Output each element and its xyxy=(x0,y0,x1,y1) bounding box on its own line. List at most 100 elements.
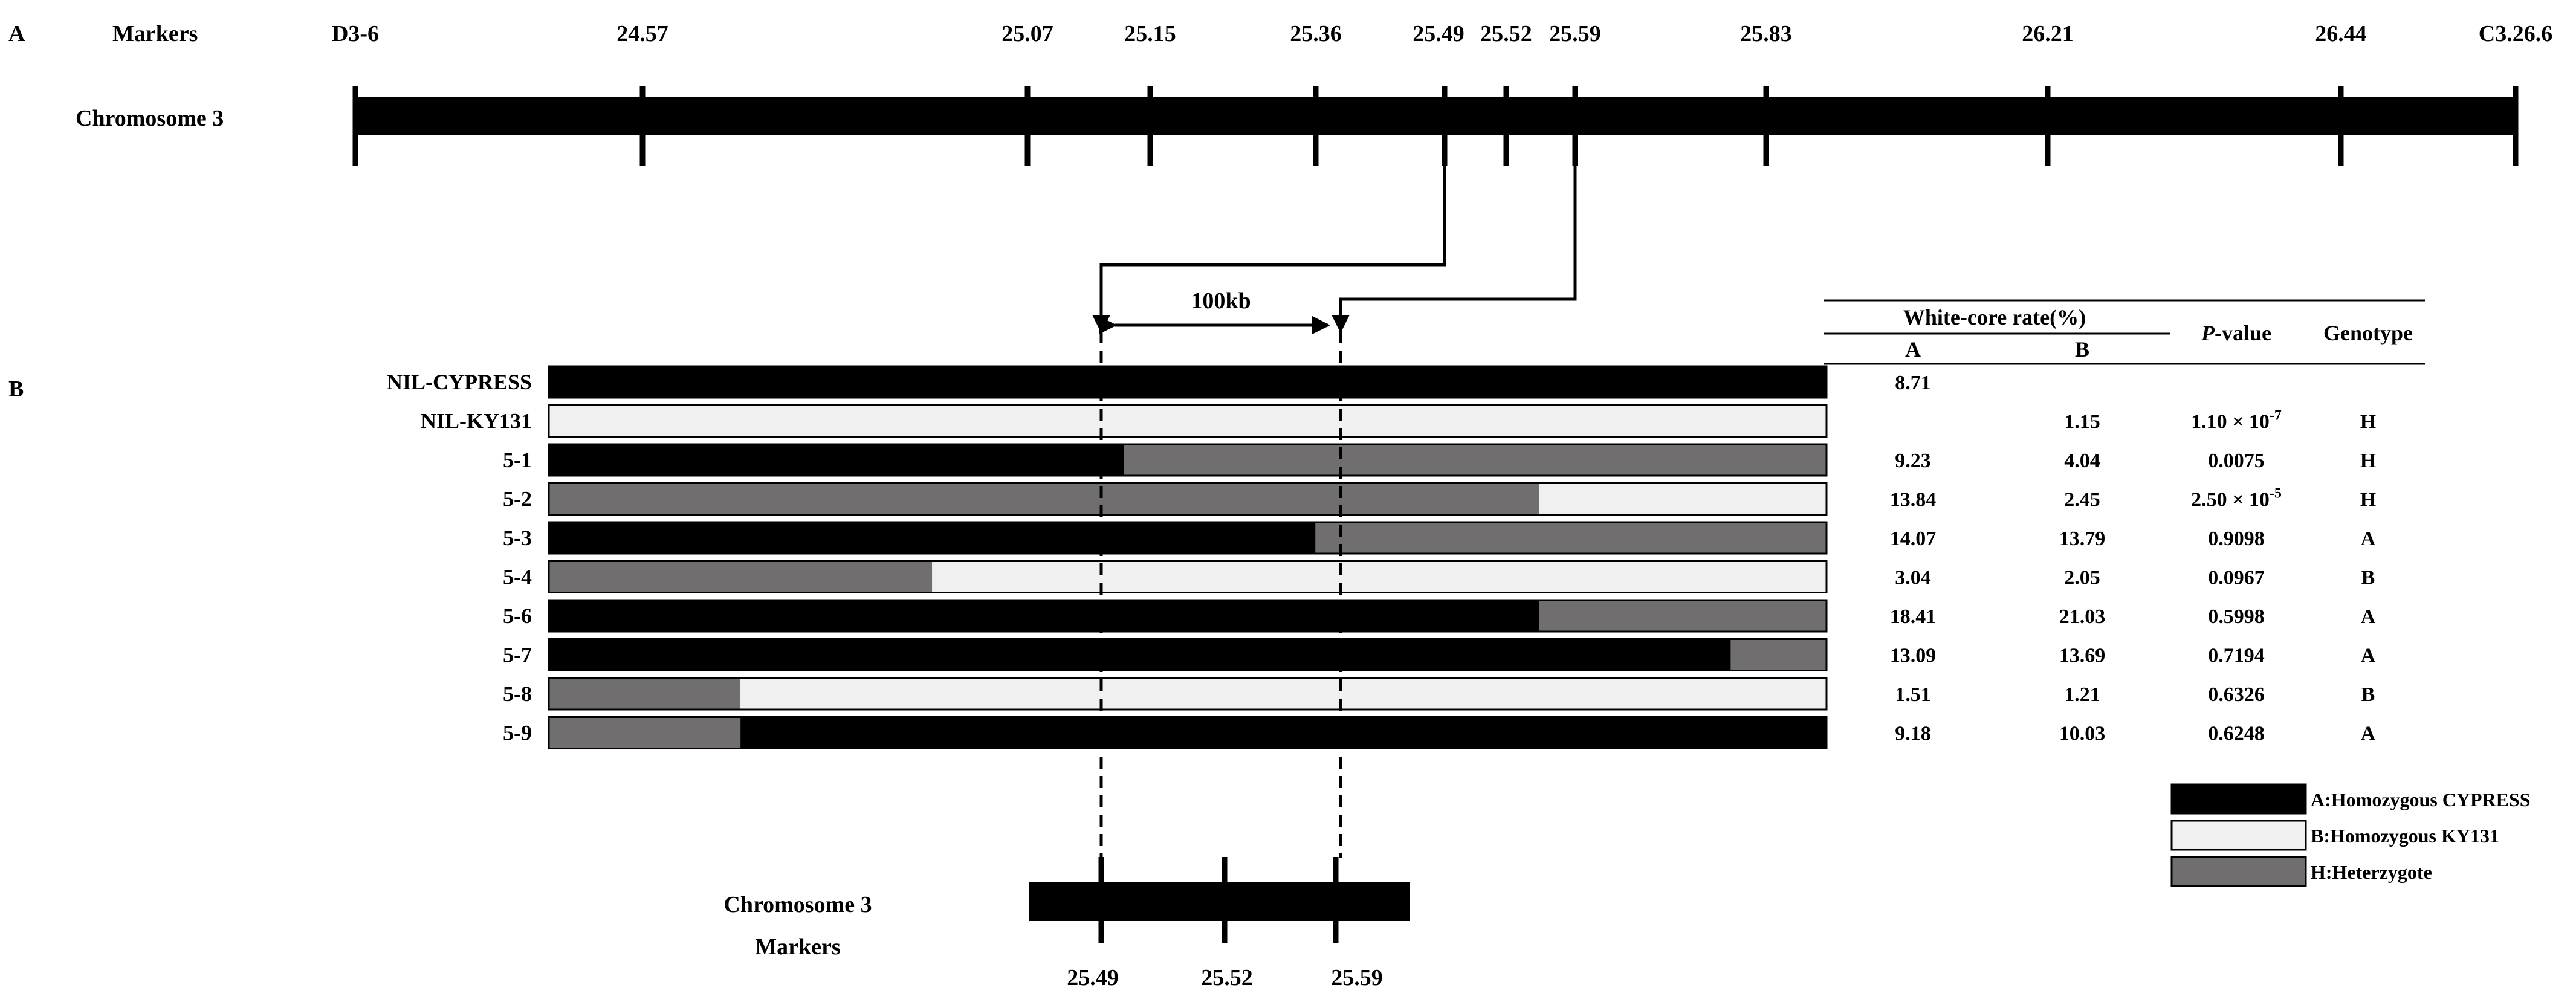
genotype-cell: H xyxy=(2360,450,2376,472)
zoom-marker-label: 25.59 xyxy=(1331,965,1383,991)
legend: A:Homozygous CYPRESS B:Homozygous KY131 … xyxy=(2170,783,2531,887)
rate-b-cell: 1.21 xyxy=(2064,684,2100,706)
marker-labels: D3-6 24.57 25.07 25.15 25.36 25.49 25.52… xyxy=(332,21,2552,47)
genotype-segment-h xyxy=(549,717,741,749)
panel-a: A Markers Chromosome 3 D3-6 24.57 25.07 … xyxy=(8,21,2552,166)
table-header: White-core rate(%) A B P-value Genotype xyxy=(1824,299,2425,365)
p-value-header: P-value xyxy=(2201,321,2271,345)
panel-b: B White-core rate(%) A B P-value Genotyp… xyxy=(8,299,2531,887)
row-name: NIL-KY131 xyxy=(421,409,532,433)
genotype-cell: A xyxy=(2361,528,2376,550)
row-name: 5-8 xyxy=(503,682,532,706)
rate-b-cell: 1.15 xyxy=(2064,411,2100,433)
row-name: 5-9 xyxy=(503,721,532,745)
legend-label-b: B:Homozygous KY131 xyxy=(2311,825,2499,847)
p-value-cell: 0.0967 xyxy=(2208,567,2265,589)
row-bar-outline xyxy=(548,521,1828,555)
zoom-chromosome: Chromosome 3 Markers 25.49 25.52 25.59 xyxy=(723,834,1410,991)
genotype-segment-b xyxy=(932,561,1827,593)
genotype-cell: H xyxy=(2360,489,2376,511)
marker-label: 25.59 xyxy=(1549,21,1601,47)
row-bar-outline xyxy=(548,638,1828,671)
genotype-segment-a xyxy=(549,522,1316,554)
white-core-header: White-core rate(%) xyxy=(1903,305,2086,329)
genotype-segment-a xyxy=(549,444,1124,476)
genotype-cell: B xyxy=(2361,567,2375,589)
row-name: 5-6 xyxy=(503,604,532,628)
row-name: 5-7 xyxy=(503,643,532,667)
zoom-marker-label: 25.49 xyxy=(1067,965,1119,991)
genotype-cell: A xyxy=(2361,723,2376,745)
genotype-segment-h xyxy=(549,483,1539,515)
marker-label: D3-6 xyxy=(332,21,379,47)
rate-a-cell: 13.84 xyxy=(1890,489,1937,511)
zoom-connectors: 100kb xyxy=(1092,166,1577,334)
rate-a-cell: 1.51 xyxy=(1895,684,1931,706)
p-value-exponent: -5 xyxy=(2270,486,2282,502)
scale-bar-label: 100kb xyxy=(1191,288,1251,314)
rate-b-cell: 2.45 xyxy=(2064,489,2100,511)
table-row: NIL-CYPRESS 8.71 xyxy=(387,365,1931,399)
p-value-cell: 0.0075 xyxy=(2208,450,2265,472)
col-b-header: B xyxy=(2075,337,2089,361)
p-value-cell: 0.6248 xyxy=(2208,723,2265,745)
row-bar-outline xyxy=(548,716,1828,749)
connector-25-49 xyxy=(1092,166,1446,333)
row-name: 5-3 xyxy=(503,526,532,550)
zoom-marker-label: 25.52 xyxy=(1201,965,1253,991)
genotype-segment-h xyxy=(1315,522,1827,554)
row-name: 5-2 xyxy=(503,487,532,511)
panel-a-label: A xyxy=(8,21,25,47)
genotype-cell: A xyxy=(2361,606,2376,628)
genotype-segment-h xyxy=(1539,600,1827,632)
table-row: 5-8 1.51 1.21 0.6326 B xyxy=(503,677,2375,711)
zoom-chromosome-bar xyxy=(1029,882,1410,921)
genotype-segment-b xyxy=(1539,483,1827,515)
marker-label: 25.49 xyxy=(1413,21,1464,47)
chromosome-3-label: Chromosome 3 xyxy=(76,106,224,131)
genotype-segment-h xyxy=(1124,444,1827,476)
genotype-segment-h xyxy=(549,561,933,593)
row-bar-outline xyxy=(548,599,1828,633)
genotype-segment-a xyxy=(549,639,1731,671)
genotype-cell: B xyxy=(2361,684,2375,706)
rate-b-cell: 13.69 xyxy=(2059,645,2106,667)
genotype-segment-a xyxy=(740,717,1827,749)
markers-heading: Markers xyxy=(112,21,198,47)
marker-label: 25.15 xyxy=(1124,21,1176,47)
panel-b-label: B xyxy=(8,377,24,402)
connector-25-59 xyxy=(1332,166,1577,333)
marker-label: C3.26.6 xyxy=(2479,21,2552,47)
interval-guides xyxy=(1099,331,1342,834)
row-bar-outline xyxy=(548,365,1828,399)
rate-a-cell: 14.07 xyxy=(1890,528,1937,550)
rate-a-cell: 13.09 xyxy=(1890,645,1937,667)
rate-a-cell: 8.71 xyxy=(1895,372,1931,394)
rate-a-cell: 18.41 xyxy=(1890,606,1937,628)
zoom-chromosome-label: Chromosome 3 xyxy=(723,892,872,917)
row-name: NIL-CYPRESS xyxy=(387,370,532,394)
p-value-cell: 1.10 × 10-7 xyxy=(2191,408,2282,433)
marker-label: 25.83 xyxy=(1740,21,1792,47)
genotype-header: Genotype xyxy=(2323,321,2413,345)
marker-label: 24.57 xyxy=(616,21,668,47)
p-value-cell: 0.5998 xyxy=(2208,606,2265,628)
rate-a-cell: 3.04 xyxy=(1895,567,1931,589)
p-value-header-italic: P xyxy=(2201,321,2215,345)
row-bar-outline xyxy=(548,560,1828,593)
legend-swatch-h xyxy=(2170,856,2307,887)
rate-b-cell: 4.04 xyxy=(2064,450,2100,472)
zoom-markers-label: Markers xyxy=(755,934,840,960)
p-value-header-rest: -value xyxy=(2215,321,2271,345)
p-value-cell: 0.6326 xyxy=(2208,684,2265,706)
marker-label: 25.52 xyxy=(1480,21,1532,47)
genotype-segment-h xyxy=(549,678,741,710)
chromosome-3-bar xyxy=(355,97,2518,135)
rate-b-cell: 2.05 xyxy=(2064,567,2100,589)
